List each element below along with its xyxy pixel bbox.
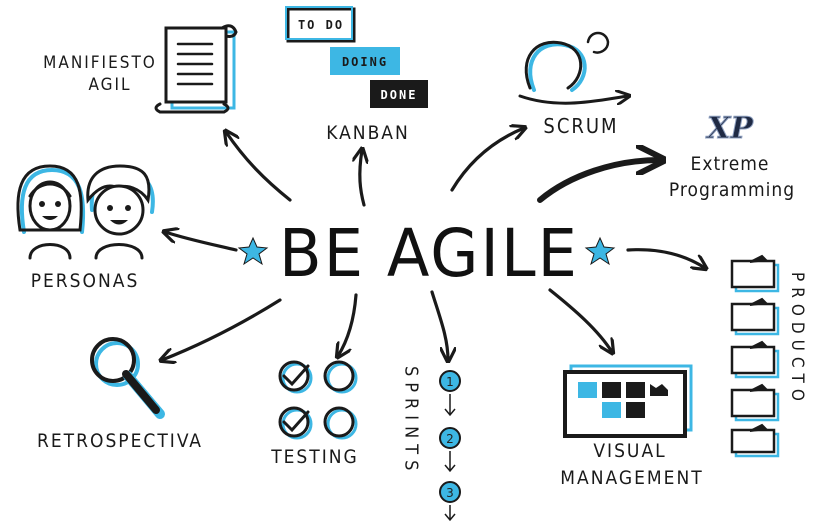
retrospectiva-label: RETROSPECTIVA: [37, 430, 203, 452]
sprint-step-2-label: 2: [446, 432, 454, 446]
sprints-node: SPRINTS 1 2 3: [401, 366, 461, 522]
center-title: BE AGILE: [279, 215, 579, 292]
producto-node: PRODUCTO: [730, 254, 807, 458]
arrow-to-sprints: [430, 290, 448, 360]
scroll-icon: [154, 24, 238, 114]
backlog-card-2: [730, 297, 780, 336]
arrow-to-producto: [626, 248, 705, 268]
backlog-cards: [730, 254, 780, 458]
visual-line1: VISUAL: [593, 440, 666, 462]
personas-node: PERSONAS: [16, 164, 155, 292]
scrum-cycle-icon: [518, 31, 628, 103]
kanban-done-card: [370, 80, 428, 108]
sprint-step-3: 3: [439, 481, 461, 522]
sprint-step-3-label: 3: [446, 486, 454, 500]
testing-label: TESTING: [270, 446, 359, 468]
arrow-to-scrum: [450, 128, 524, 192]
visual-line2: MANAGEMENT: [560, 467, 703, 489]
arrow-to-manifesto: [226, 132, 292, 202]
arrow-to-testing: [338, 293, 358, 356]
sprints-label: SPRINTS: [401, 366, 422, 476]
kanban-label: KANBAN: [326, 122, 410, 144]
kanban-done-label: DONE: [381, 88, 418, 102]
producto-label: PRODUCTO: [787, 272, 807, 407]
scrum-label: SCRUM: [543, 114, 618, 138]
arrow-to-retrospectiva: [162, 298, 282, 360]
magnifier-icon: [90, 337, 165, 419]
empty-circle-icon-2: [323, 406, 358, 440]
sprint-step-1: 1: [439, 370, 461, 417]
xp-logo: XP: [705, 111, 754, 146]
check-circle-icon-2: [278, 406, 313, 440]
retrospectiva-node: RETROSPECTIVA: [37, 337, 203, 452]
backlog-card-5: [730, 423, 780, 458]
star-icon-left: [237, 236, 269, 266]
backlog-card-1: [730, 254, 780, 293]
xp-line2: Programming: [669, 179, 795, 201]
kanban-todo-label: TO DO: [298, 18, 344, 32]
connector-arrows: [162, 128, 705, 360]
kanban-node: TO DO DOING DONE KANBAN: [285, 6, 428, 144]
center-group: BE AGILE: [237, 215, 616, 292]
girl-avatar-icon: [16, 164, 86, 260]
kanban-todo-card: [286, 7, 356, 43]
xp-node: XP Extreme Programming: [669, 111, 795, 202]
testing-node: TESTING: [270, 360, 359, 468]
arrow-to-visual: [548, 288, 612, 352]
arrow-to-kanban: [360, 150, 364, 207]
sprint-step-1-label: 1: [446, 375, 454, 389]
backlog-card-4: [730, 383, 780, 422]
arrow-to-personas: [165, 232, 238, 252]
backlog-card-3: [730, 340, 780, 379]
empty-circle-icon-1: [323, 360, 358, 394]
xp-line1: Extreme: [691, 153, 770, 175]
personas-label: PERSONAS: [31, 270, 140, 292]
manifesto-node: MANIFIESTO AGIL: [43, 24, 238, 114]
arrow-to-xp: [537, 160, 660, 203]
manifesto-line2: AGIL: [88, 75, 131, 95]
board-icon: [563, 364, 693, 438]
manifesto-line1: MANIFIESTO: [43, 53, 157, 73]
star-icon-right: [584, 236, 616, 266]
sprint-step-2: 2: [439, 427, 461, 473]
kanban-doing-card: [330, 47, 400, 75]
visual-management-node: VISUAL MANAGEMENT: [560, 364, 703, 489]
check-circle-icon-1: [278, 360, 313, 394]
kanban-doing-label: DOING: [342, 55, 388, 69]
scrum-node: SCRUM: [518, 31, 628, 138]
boy-avatar-icon: [86, 164, 155, 260]
